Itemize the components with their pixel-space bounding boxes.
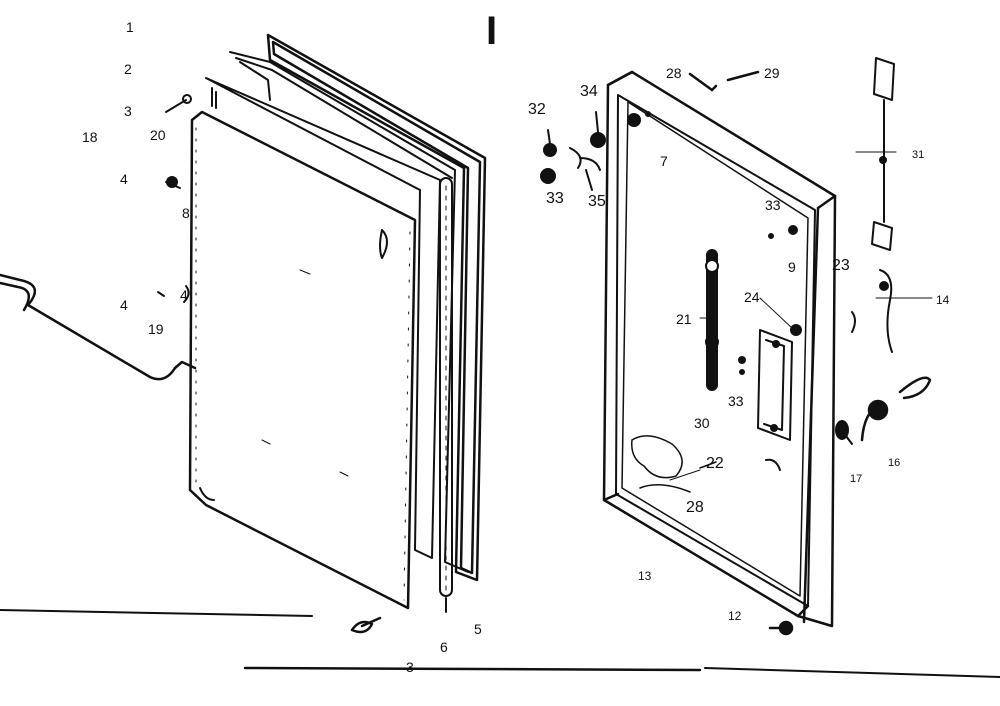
hinge-pin-28 <box>688 70 760 92</box>
callout-6: 6 <box>440 639 448 655</box>
header-mark: I <box>486 9 497 53</box>
screw-3 <box>165 94 192 113</box>
door-handle-21 <box>705 249 719 391</box>
screw-32 <box>543 129 557 157</box>
callout-14: 14 <box>936 293 950 307</box>
callout-8: 8 <box>182 205 190 221</box>
callout-9: 9 <box>788 259 796 275</box>
callout-21: 21 <box>676 311 692 327</box>
callout-20: 20 <box>150 127 166 143</box>
liner-panel <box>205 77 441 559</box>
inner-door-panel <box>188 110 417 610</box>
leader-lines <box>669 151 933 481</box>
callout-29: 29 <box>764 65 780 81</box>
callout-22: 22 <box>706 455 724 472</box>
spring-16 <box>860 376 932 442</box>
callout-33a: 33 <box>546 190 564 207</box>
callout-3b: 3 <box>406 659 414 675</box>
baseline-left <box>0 609 313 617</box>
bushing-34 <box>590 111 606 148</box>
callout-17: 17 <box>850 473 862 485</box>
door-frame <box>602 70 837 628</box>
bushing-20 <box>165 176 181 189</box>
callout-12: 12 <box>728 609 742 623</box>
callout-16: 16 <box>888 457 900 469</box>
callout-31: 31 <box>912 149 924 161</box>
nut-33 <box>540 168 556 184</box>
callout-5: 5 <box>474 621 482 637</box>
middle-gasket-strip <box>229 51 469 573</box>
callout-19: 19 <box>148 321 164 337</box>
callout-33c: 33 <box>728 393 744 409</box>
baseline-right <box>704 667 1000 678</box>
hinge-plate-30 <box>757 329 793 441</box>
cap-17 <box>835 420 853 445</box>
callout-4c: 4 <box>180 287 188 303</box>
spring-clip-35 <box>569 147 601 191</box>
screw-bottom-left <box>350 616 382 634</box>
cutaway-22 <box>631 435 717 493</box>
callout-2: 2 <box>124 61 132 77</box>
callout-32: 32 <box>528 101 546 118</box>
callout-18: 18 <box>82 129 98 145</box>
callout-35: 35 <box>588 193 606 210</box>
callout-4b: 4 <box>120 297 128 313</box>
callout-23: 23 <box>832 257 850 274</box>
callout-28a: 28 <box>666 65 682 81</box>
clip-4 <box>157 285 190 303</box>
callout-3: 3 <box>124 103 132 119</box>
frame-screws <box>627 111 802 471</box>
callout-13: 13 <box>638 569 652 583</box>
callout-7: 7 <box>660 153 668 169</box>
callout-28b: 28 <box>686 499 704 516</box>
vertical-rod <box>439 177 453 613</box>
callout-33b: 33 <box>765 197 781 213</box>
shelf-wire <box>0 273 197 381</box>
baseline-bottom <box>243 666 702 672</box>
callout-24: 24 <box>744 289 760 305</box>
callout-4a: 4 <box>120 171 128 187</box>
hinge-14 <box>851 269 893 353</box>
bracket-31 <box>871 57 895 251</box>
callout-30: 30 <box>694 415 710 431</box>
callout-1: 1 <box>126 19 134 35</box>
callout-34: 34 <box>580 83 598 100</box>
screw-12 <box>768 620 794 636</box>
